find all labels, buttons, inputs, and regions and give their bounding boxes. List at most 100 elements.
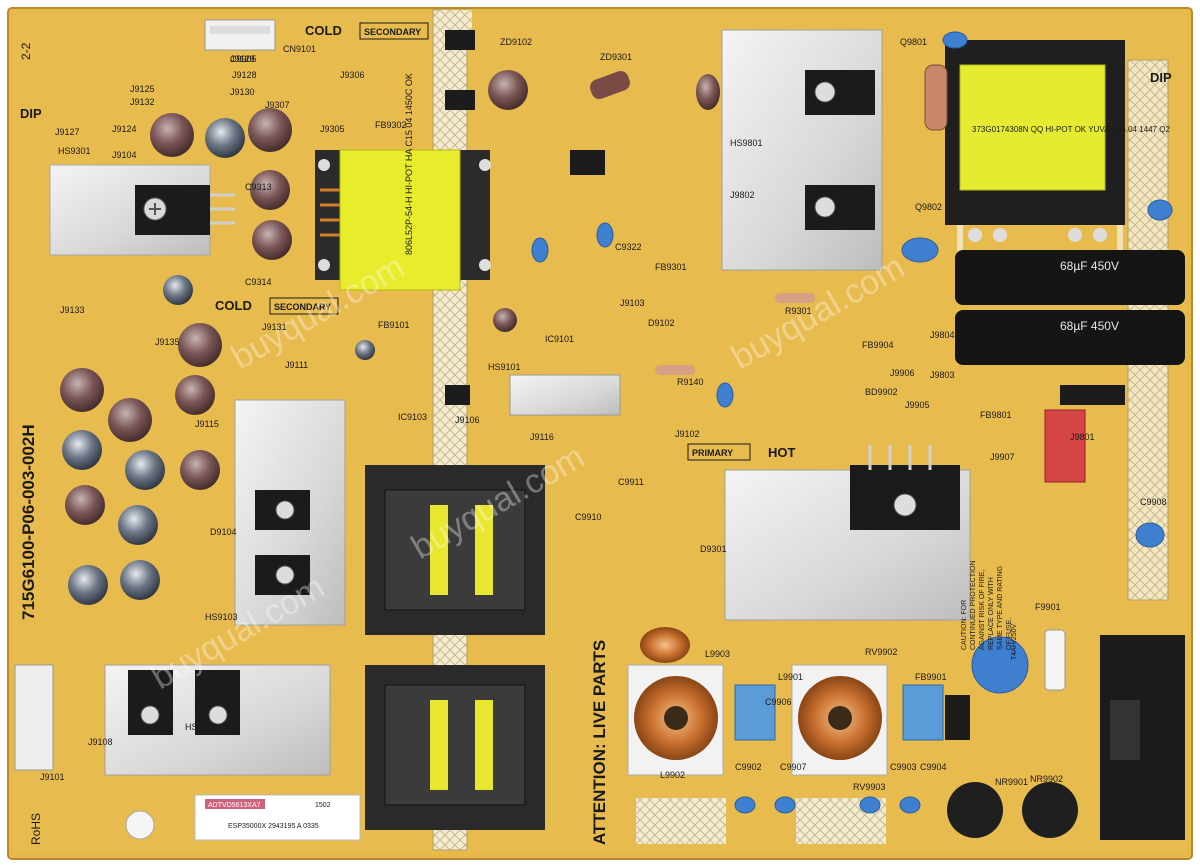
ac-input-connector [1100,635,1185,840]
small-ics [445,30,1125,740]
secondary-label-top: SECONDARY [364,27,421,37]
refdes-j9305: J9305 [320,124,345,134]
refdes-j9101: J9101 [40,772,65,782]
refdes-c9907: C9907 [780,762,807,772]
electrolytic-capacitors [60,70,720,605]
version-mark: 2-2 [19,42,33,60]
refdes-j9135: J9135 [155,337,180,347]
refdes-c9908: C9908 [1140,497,1167,507]
refdes-c9905: C9905 [230,54,257,64]
refdes-d9104: D9104 [210,527,237,537]
refdes-c9911: C9911 [618,477,644,487]
refdes-l9903: L9903 [705,649,730,659]
refdes-fb9101: FB9101 [378,320,410,330]
llc-transformer-2 [365,665,545,830]
refdes-j9906: J9906 [890,368,915,378]
refdes-j9127: J9127 [55,127,80,137]
refdes-d9301: D9301 [700,544,727,554]
dip-label-left: DIP [20,106,42,121]
aux-transformer-label: 806L52P-54-H HI-POT HA C15 04 1450C OK [404,73,414,255]
refdes-j9132: J9132 [130,97,155,107]
refdes-fb9801: FB9801 [980,410,1012,420]
refdes-bd9901: BD9901 [1065,394,1098,404]
refdes-c9906: C9906 [765,697,792,707]
x-capacitors [734,409,1086,741]
ic9101-strip [509,374,621,416]
heatsink-pfc [724,445,971,621]
refdes-hs9103: HS9103 [205,612,238,622]
mounting-hole [125,810,155,840]
refdes-j9804: J9804 [930,330,955,340]
refdes-j9111: J9111 [285,360,308,370]
refdes-fb9904: FB9904 [862,340,894,350]
resistors [590,64,948,375]
hot-label: HOT [768,445,796,460]
heatsink-hs9101 [104,664,331,776]
refdes-rv9903: RV9903 [853,782,885,792]
barcode-sticker: ADTVD5613XA7 1502 ESP35000X 2943195 A 03… [194,794,361,841]
rohs-mark: RoHS [29,813,43,845]
refdes-j9103: J9103 [620,298,645,308]
cold-label-top: COLD [305,23,342,38]
refdes-j9307: J9307 [265,100,290,110]
refdes-ic9101: IC9101 [545,334,574,344]
refdes-j9124: J9124 [112,124,137,134]
refdes-j9133: J9133 [60,305,85,315]
refdes-j9130: J9130 [230,87,255,97]
refdes-hs9801: HS9801 [730,138,763,148]
refdes-c9313: C9313 [245,182,272,192]
refdes-j9104: J9104 [112,150,137,160]
refdes-r9140: R9140 [677,377,704,387]
refdes-cn9101: CN9101 [283,44,316,54]
attention-live-parts: ATTENTION: LIVE PARTS [590,640,609,845]
ntc-thermistors [947,782,1078,838]
refdes-q9802: Q9802 [915,202,942,212]
sticker-bottom-code: ESP35000X 2943195 A 0335 [228,823,319,830]
refdes-j9907: J9907 [990,452,1015,462]
refdes-ic9103: IC9103 [398,412,427,422]
refdes-hs9301: HS9301 [58,146,91,156]
dip-label-right: DIP [1150,70,1172,85]
fuse-rating: T4AH/250V [1011,623,1018,660]
sticker-top-code: ADTVD5613XA7 [208,802,261,809]
refdes-nr9902: NR9902 [1030,774,1063,784]
refdes-c9904: C9904 [920,762,947,772]
refdes-c9902: C9902 [735,762,762,772]
refdes-d9102: D9102 [648,318,675,328]
caution-text: CAUTION: FOR CONTINUED PROTECTION AGAINS… [961,560,1013,650]
refdes-j9129: J9129 [230,54,255,64]
connector-cn9101 [204,19,276,51]
refdes-c9903: C9903 [890,762,917,772]
bulk-cap-marking-1: 68µF 450V [1060,259,1119,273]
secondary-label-mid: SECONDARY [274,302,331,312]
refdes-hs9102: HS9102 [185,722,218,732]
refdes-j9128: J9128 [232,70,257,80]
refdes-j9102: J9102 [675,429,700,439]
refdes-nr9901: NR9901 [995,777,1028,787]
refdes-fb9301: FB9301 [655,262,687,272]
refdes-fb9302: FB9302 [375,120,407,130]
bulk-cap-marking-2: 68µF 450V [1060,319,1119,333]
refdes-j9125: J9125 [130,84,155,94]
main-transformer: 373G0174308N QQ HI-POT OK YUVA C15.04 14… [945,40,1170,242]
refdes-c9322: C9322 [615,242,642,252]
refdes-j9116: J9116 [530,432,554,442]
ceramic-capacitors [531,31,1173,814]
main-transformer-label: 373G0174308N QQ HI-POT OK YUVA C15.04 14… [972,125,1170,134]
refdes-j9803: J9803 [930,370,955,380]
sticker-number: 1502 [315,802,331,809]
heatsink-hs9301 [49,164,235,256]
aux-transformer: 806L52P-54-H HI-POT HA C15 04 1450C OK [315,73,491,291]
refdes-zd9301: ZD9301 [600,52,632,62]
refdes-j9131: J9131 [262,322,287,332]
llc-transformer-1 [365,465,545,635]
primary-label: PRIMARY [692,448,733,458]
refdes-j9106: J9106 [455,415,480,425]
fuse-f9901 [1044,629,1066,691]
refdes-j9306: J9306 [340,70,365,80]
refdes-rv9902: RV9902 [865,647,897,657]
common-mode-choke-l9902 [627,664,724,776]
refdes-l9902: L9902 [660,770,685,780]
